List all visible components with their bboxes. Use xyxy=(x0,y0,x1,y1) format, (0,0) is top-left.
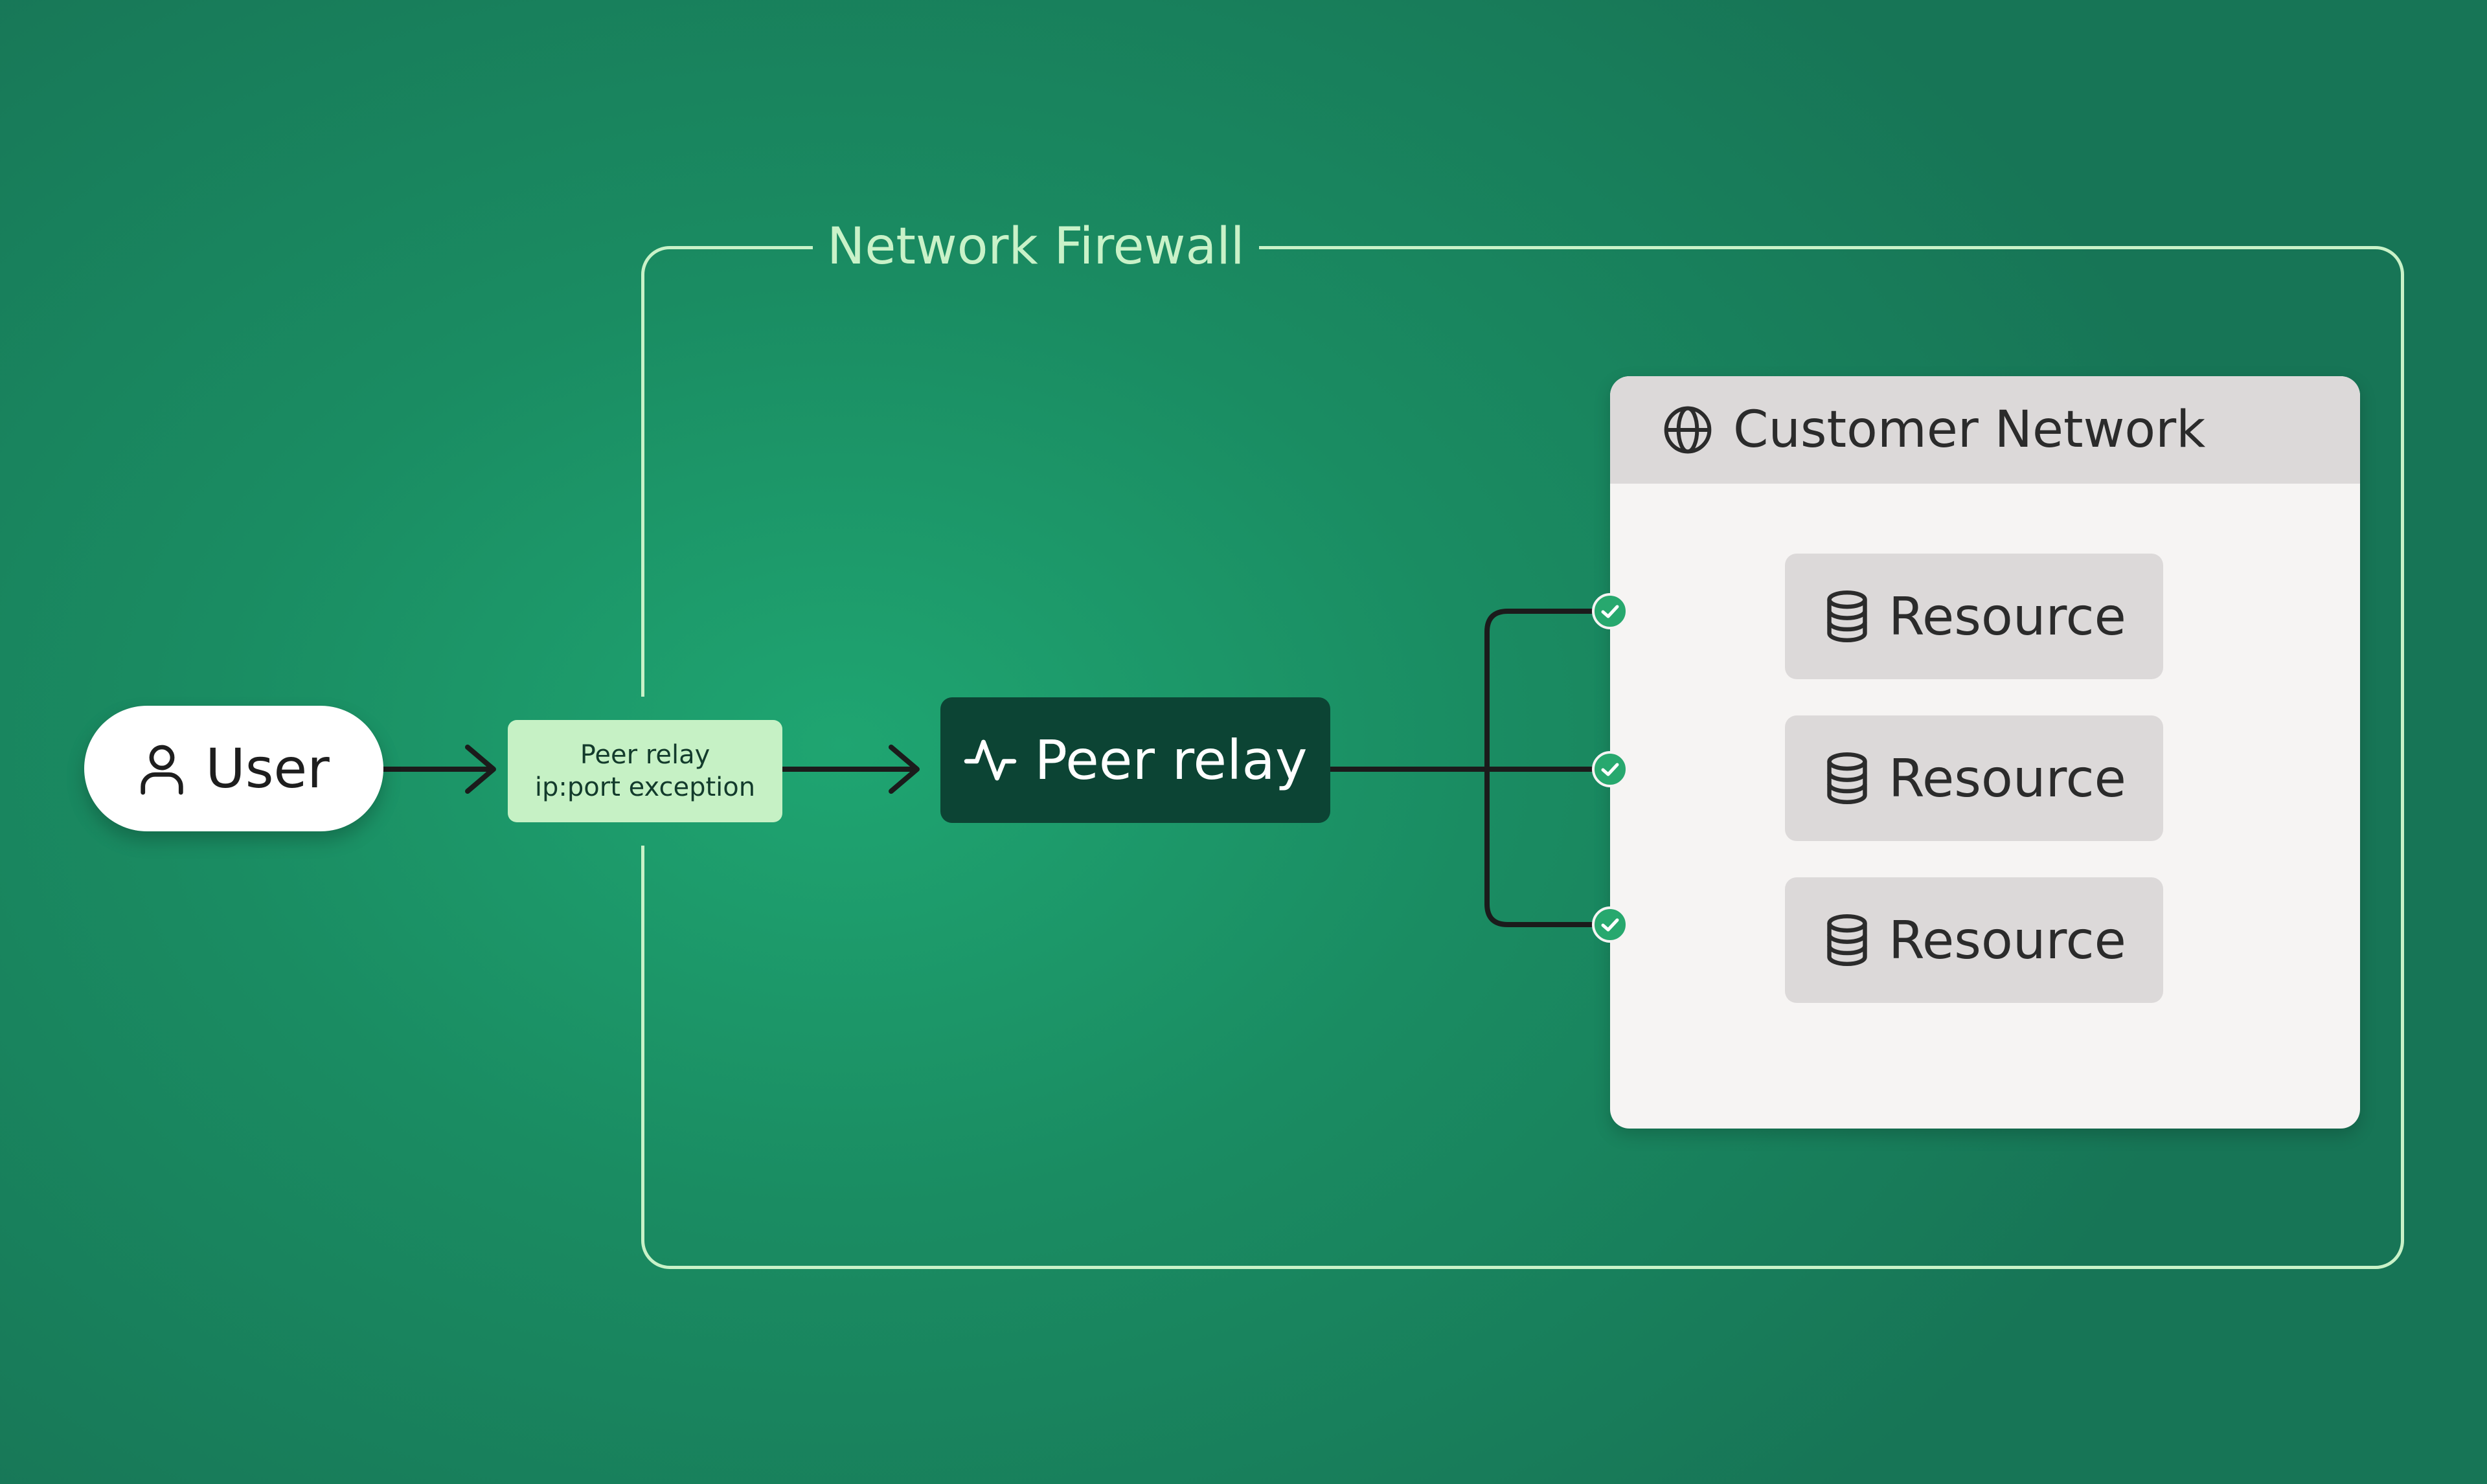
customer-network-title: Customer Network xyxy=(1733,401,2206,459)
database-icon xyxy=(1827,590,1867,643)
peer-relay-label: Peer relay xyxy=(1034,728,1308,792)
check-badge-3 xyxy=(1592,906,1628,943)
database-icon xyxy=(1827,752,1867,805)
arrowhead-user-to-exception xyxy=(465,745,496,794)
check-badge-1 xyxy=(1592,593,1628,629)
database-icon xyxy=(1827,914,1867,967)
exception-line-1: Peer relay xyxy=(580,740,710,770)
resource-node-1: Resource xyxy=(1785,554,2163,679)
firewall-title-gap xyxy=(813,245,1259,251)
user-icon xyxy=(141,745,183,795)
arrowhead-exception-to-relay xyxy=(889,745,920,794)
activity-pulse-icon xyxy=(964,739,1017,781)
user-node: User xyxy=(84,706,383,831)
resource-label-1: Resource xyxy=(1889,586,2126,647)
resource-label-3: Resource xyxy=(1889,910,2126,971)
user-label: User xyxy=(205,737,330,800)
check-badge-2 xyxy=(1592,751,1628,787)
exception-line-2: ip:port exception xyxy=(534,772,756,802)
peer-relay-node: Peer relay xyxy=(940,697,1330,823)
resource-node-2: Resource xyxy=(1785,715,2163,841)
resource-node-3: Resource xyxy=(1785,877,2163,1003)
globe-icon xyxy=(1664,406,1712,454)
branch-trunk-bottom xyxy=(1484,767,1609,927)
network-firewall-label: Network Firewall xyxy=(827,218,1245,276)
customer-network-header: Customer Network xyxy=(1610,376,2360,484)
resource-label-2: Resource xyxy=(1889,748,2126,809)
port-exception-tag: Peer relay ip:port exception xyxy=(508,720,782,822)
branch-trunk-top xyxy=(1484,609,1609,772)
